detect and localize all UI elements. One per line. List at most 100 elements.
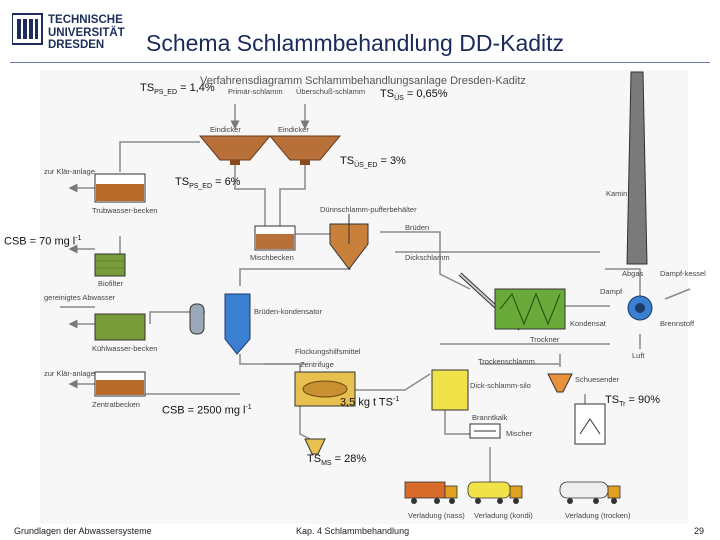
annotation-ts-ps: TSPS_ED = 1,4% xyxy=(140,82,215,96)
annotation-ts-us-sub: ÜS xyxy=(394,95,404,103)
mixer xyxy=(469,423,501,439)
label-cleaned-wastewater: gereinigtes Abwasser xyxy=(44,293,116,302)
annotation-ts-ms-main: TS xyxy=(307,453,322,465)
label-excess-sludge: Überschuß-schlamm xyxy=(296,87,365,96)
label-thick-sludge-silo: Dick-schlamm-silo xyxy=(470,381,531,390)
dry-sludge-silo xyxy=(574,403,606,445)
label-fuel: Brennstoff xyxy=(660,319,695,328)
cooling-water-tank xyxy=(94,313,146,341)
annotation-ts-us-main: TS xyxy=(380,88,395,100)
label-loading-lime: Verladung (kondi) xyxy=(474,511,533,520)
annotation-ts-ps-ed-sub: PS_ED xyxy=(189,183,213,191)
label-turbid-water-tank: Trubwasser-becken xyxy=(92,206,158,215)
process-diagram: Verfahrensdiagramm Schlammbehandlungsanl… xyxy=(40,70,706,524)
annotation-flocculant-sup: -1 xyxy=(393,396,400,403)
label-central-tank: Zentratbecken xyxy=(92,400,140,409)
label-steam-boiler: Dampf-kessel xyxy=(660,269,706,278)
truck-wet xyxy=(404,481,458,504)
annotation-csb-top-main: CSB = 70 mg l xyxy=(4,235,76,248)
annotation-ts-ms: TSMS = 28% xyxy=(307,453,366,467)
annotation-ts-us: TSÜS = 0,65% xyxy=(380,88,448,102)
label-mixer: Mischer xyxy=(506,429,533,438)
footer-page-number: 29 xyxy=(694,526,705,536)
label-quicklime: Branntkalk xyxy=(472,413,508,422)
label-exhaust: Abgas xyxy=(622,269,644,278)
annotation-flocculant-main: 3,5 kg t TS xyxy=(340,396,393,409)
logo-text: TECHNISCHE UNIVERSITÄT DRESDEN xyxy=(48,14,125,52)
logo-line-2: UNIVERSITÄT xyxy=(48,26,125,39)
label-chimney: Kamin xyxy=(606,189,627,198)
mixing-tank xyxy=(254,225,296,251)
truck-lime xyxy=(467,481,523,504)
label-centrifuge: Zentrifuge xyxy=(300,360,334,369)
annotation-csb-bottom-sup: -1 xyxy=(245,404,252,411)
chimney xyxy=(626,71,648,265)
annotation-ts-us-ed-main: TS xyxy=(340,155,355,167)
logo-line-1: TECHNISCHE xyxy=(48,14,123,26)
annotation-csb-bottom: CSB = 2500 mg l-1 xyxy=(162,404,252,417)
footer-course: Grundlagen der Abwassersysteme xyxy=(14,526,152,536)
label-mixing-tank: Mischbecken xyxy=(250,253,294,262)
pipe-network xyxy=(60,104,691,484)
label-flocculant: Flockungshilfsmittel xyxy=(295,347,361,356)
logo-line-3: DRESDEN xyxy=(48,39,105,51)
label-vapours: Brüden xyxy=(405,223,429,232)
annotation-ts-ms-val: = 28% xyxy=(331,453,367,465)
sludge-hopper xyxy=(304,438,326,455)
steam-boiler xyxy=(627,295,653,321)
slide-title: Schema Schlammbehandlung DD-Kaditz xyxy=(146,30,565,56)
vapour-condenser xyxy=(189,293,251,355)
label-thickener-left: Eindicker xyxy=(210,125,241,134)
label-air: Luft xyxy=(632,351,645,360)
annotation-ts-tr-val: = 90% xyxy=(625,394,660,406)
label-dryer: Trockner xyxy=(530,335,560,344)
thin-sludge-buffer-tank xyxy=(329,214,369,270)
label-cooling-tank: Kühlwasser-becken xyxy=(92,344,157,353)
truck-dry xyxy=(559,481,621,504)
annotation-ts-ps-val: = 1,4% xyxy=(177,82,215,94)
title-rule xyxy=(10,62,710,63)
centrifuge xyxy=(294,371,356,407)
label-bulk-loading: Schuesender xyxy=(575,375,620,384)
footer-chapter: Kap. 4 Schlammbehandlung xyxy=(296,526,410,536)
annotation-ts-ps-ed-val: = 6% xyxy=(212,176,241,188)
bulk-loading-hopper xyxy=(547,373,573,393)
annotation-ts-ps-main: TS xyxy=(140,82,155,94)
label-vapour-condenser: Brüden-kondensator xyxy=(254,307,322,316)
label-condensate: Kondensat xyxy=(570,319,607,328)
logo-mark-icon xyxy=(12,13,43,45)
annotation-ts-us-ed-sub: ÜS_ED xyxy=(354,162,378,170)
label-thickener-right: Eindicker xyxy=(278,125,309,134)
central-tank xyxy=(94,371,146,397)
diagram-background xyxy=(40,70,688,524)
thick-sludge-silo xyxy=(431,369,469,411)
annotation-flocculant-dose: 3,5 kg t TS-1 xyxy=(340,396,399,409)
thickener-left xyxy=(198,135,272,165)
annotation-ts-us-ed: TSÜS_ED = 3% xyxy=(340,155,406,169)
annotation-ts-us-ed-val: = 3% xyxy=(377,155,406,167)
label-primary-sludge: Primär-schlamm xyxy=(228,87,283,96)
annotation-ts-ms-sub: MS xyxy=(321,460,332,468)
annotation-ts-tr-main: TS xyxy=(605,394,620,406)
annotation-ts-us-val: = 0,65% xyxy=(403,88,448,100)
thickener-right xyxy=(268,135,342,165)
annotation-ts-ps-ed-main: TS xyxy=(175,176,190,188)
label-thick-sludge: Dickschlamm xyxy=(405,253,450,262)
label-thin-sludge-tank: Dünnschlamm-pufferbehälter xyxy=(320,205,417,214)
label-loading-wet: Verladung (nass) xyxy=(408,511,465,520)
diagram-heading: Verfahrensdiagramm Schlammbehandlungsanl… xyxy=(200,75,526,87)
label-loading-dry: Verladung (trocken) xyxy=(565,511,631,520)
turbid-water-tank xyxy=(94,173,146,203)
label-to-plant-bottom: zur Klär-anlage xyxy=(44,369,95,378)
annotation-ts-ps-ed: TSPS_ED = 6% xyxy=(175,176,240,190)
label-steam: Dampf xyxy=(600,287,623,296)
tu-dresden-logo xyxy=(12,13,43,45)
annotation-csb-top-sup: -1 xyxy=(75,235,82,242)
label-biofilter: Biofilter xyxy=(98,279,124,288)
label-dried-sludge: Trockenschlamm xyxy=(478,357,535,366)
annotation-csb-top: CSB = 70 mg l-1 xyxy=(4,235,81,248)
annotation-ts-tr: TSTr = 90% xyxy=(605,394,660,408)
biofilter xyxy=(94,253,126,277)
annotation-ts-tr-sub: Tr xyxy=(619,401,626,409)
annotation-ts-ps-sub: PS_ED xyxy=(154,89,178,97)
